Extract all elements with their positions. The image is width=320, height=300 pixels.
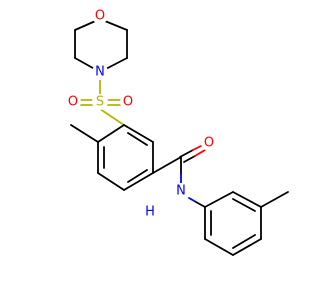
- bond-s-ring: [99, 108, 125, 126]
- atom-label: O: [123, 95, 133, 110]
- atom-label: N: [176, 184, 186, 199]
- tolyl-methyl-bond: [260, 191, 289, 208]
- atom-n-amide: N: [173, 183, 189, 199]
- tolyl-ring: [204, 191, 262, 256]
- atom-label: O: [95, 9, 105, 24]
- bond-ring-carbonyl: [152, 156, 182, 174]
- atom-h-amide: H: [145, 205, 155, 220]
- carbonyl-double-bond: [179, 144, 206, 163]
- bond-n-tolyl: [188, 197, 206, 208]
- atom-label: O: [204, 136, 214, 151]
- atom-s-sulfonyl: S: [92, 94, 108, 110]
- atom-label: N: [95, 65, 105, 80]
- atom-label: O: [68, 95, 78, 110]
- sulfonyl-oxygen-bonds: [79, 99, 121, 106]
- atom-o-sulfonyl-right: O: [120, 94, 136, 110]
- atom-o-morpholine: O: [92, 8, 108, 24]
- central-benzene-ring: [97, 124, 154, 191]
- atom-n-morpholine: N: [92, 64, 108, 80]
- atom-o-carbonyl: O: [201, 135, 217, 151]
- molecule-structure: O N S O O O N H: [65, 8, 289, 256]
- methyl-bond: [70, 124, 99, 143]
- atom-label: H: [145, 205, 155, 220]
- atom-o-sulfonyl-left: O: [65, 94, 81, 110]
- atom-label: S: [96, 95, 104, 110]
